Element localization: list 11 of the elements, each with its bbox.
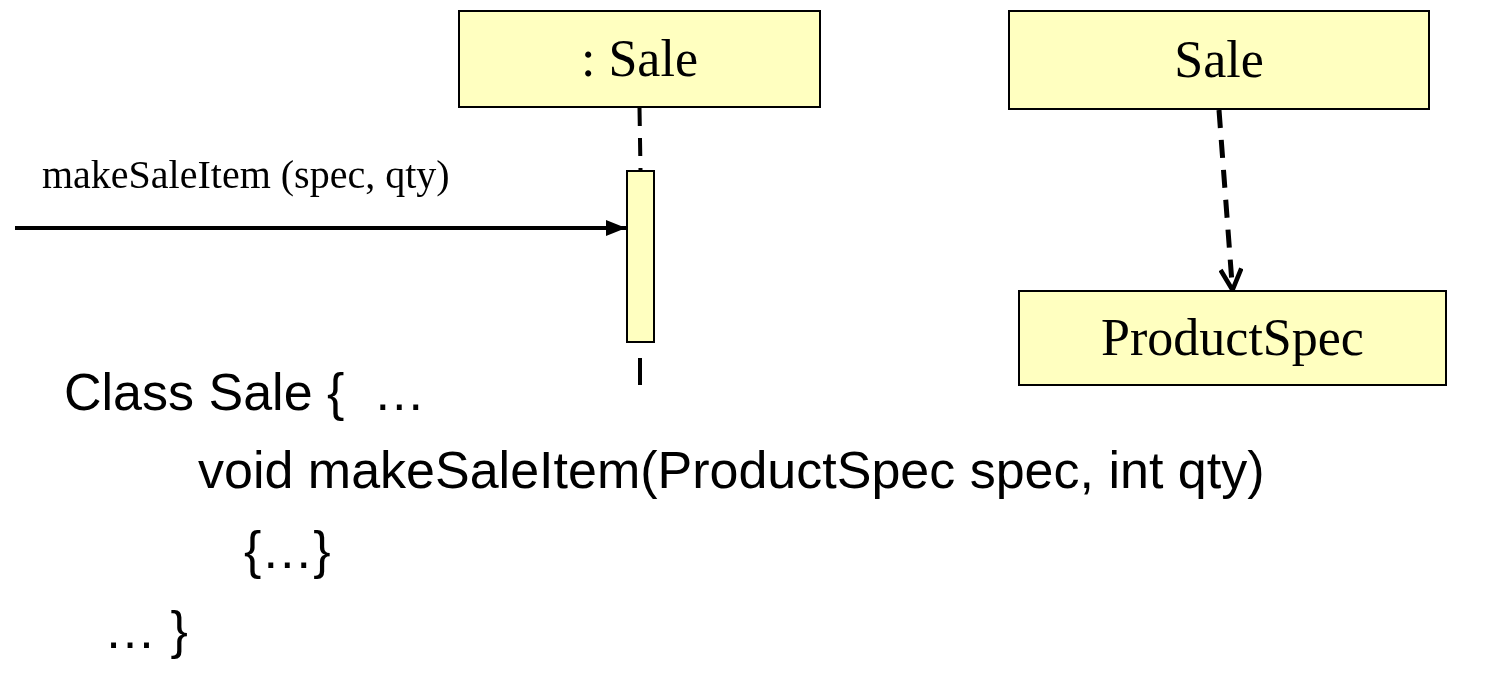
code-line: … } <box>104 600 188 661</box>
object-box: ProductSpec <box>1018 290 1447 386</box>
arrow <box>15 220 626 236</box>
lifeline <box>637 107 643 171</box>
arrow <box>1216 109 1244 293</box>
object-box: Sale <box>1008 10 1430 110</box>
activation-bar <box>626 170 655 343</box>
code-line: {…} <box>244 520 331 581</box>
code-line: Class Sale { … <box>64 362 426 423</box>
code-line: void makeSaleItem(ProductSpec spec, int qty) <box>198 440 1265 501</box>
object-box: : Sale <box>458 10 821 108</box>
